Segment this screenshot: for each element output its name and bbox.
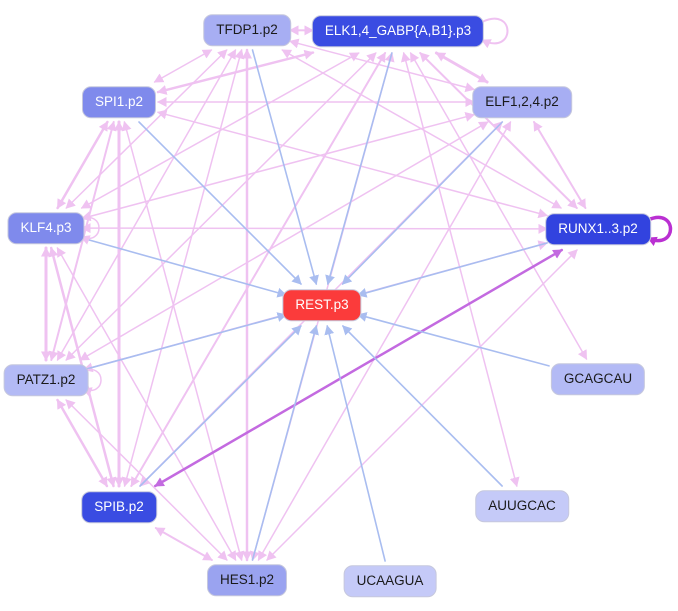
edge-tfdp1-elf — [289, 38, 475, 93]
node-rest[interactable]: REST.p3 — [282, 289, 362, 321]
node-auugcac[interactable]: AUUGCAC — [475, 490, 569, 522]
edge-elf-hes1 — [257, 121, 512, 561]
edge-elk-spi1 — [156, 49, 315, 95]
edge-elk-runx — [419, 52, 578, 209]
self-loop-runx — [646, 215, 673, 247]
node-spi1[interactable]: SPI1.p2 — [81, 86, 157, 118]
edge-tfdp1-rest — [251, 49, 319, 285]
self-loop-elk — [481, 17, 509, 49]
node-gcagcau[interactable]: GCAGCAU — [550, 363, 646, 395]
node-patz1[interactable]: PATZ1.p2 — [3, 364, 89, 396]
node-elf[interactable]: ELF1,2,4.p2 — [472, 86, 572, 118]
node-spib[interactable]: SPIB.p2 — [81, 491, 157, 523]
edge-hes1-rest — [251, 325, 319, 561]
edge-elk-spib — [130, 52, 387, 487]
edge-spib-hes1 — [154, 527, 213, 561]
edge-elf-runx — [533, 121, 587, 209]
node-runx[interactable]: RUNX1..3.p2 — [545, 213, 651, 245]
edge-spi1-rest — [138, 121, 302, 285]
edge-elk-rest — [325, 52, 393, 285]
edge-patz1-rest — [83, 312, 287, 371]
edge-ucaagua-rest — [324, 325, 386, 562]
edge-spi1-klf4 — [56, 120, 109, 210]
node-tfdp1[interactable]: TFDP1.p2 — [203, 14, 291, 46]
edge-elf-klf4 — [81, 112, 475, 222]
node-hes1[interactable]: HES1.p2 — [206, 564, 288, 596]
node-elk[interactable]: ELK1,4_GABP{A,B1}.p3 — [311, 15, 485, 47]
edge-klf4-rest — [81, 237, 287, 298]
self-loop-patz1 — [82, 368, 102, 397]
node-ucaagua[interactable]: UCAAGUA — [343, 565, 437, 597]
edge-auugcac-rest — [342, 325, 503, 487]
edge-runx-rest — [357, 242, 548, 298]
edge-tfdp1-spi1 — [153, 49, 213, 83]
edge-elf-rest — [341, 121, 504, 285]
edge-elf-patz1 — [79, 121, 489, 361]
node-klf4[interactable]: KLF4.p3 — [7, 212, 85, 244]
edge-spib-rest — [139, 325, 302, 487]
edge-gcagcau-rest — [357, 312, 550, 367]
edge-patz1-spib — [56, 398, 109, 488]
self-loop-klf4 — [80, 216, 100, 245]
edge-klf4-runx — [81, 223, 548, 234]
